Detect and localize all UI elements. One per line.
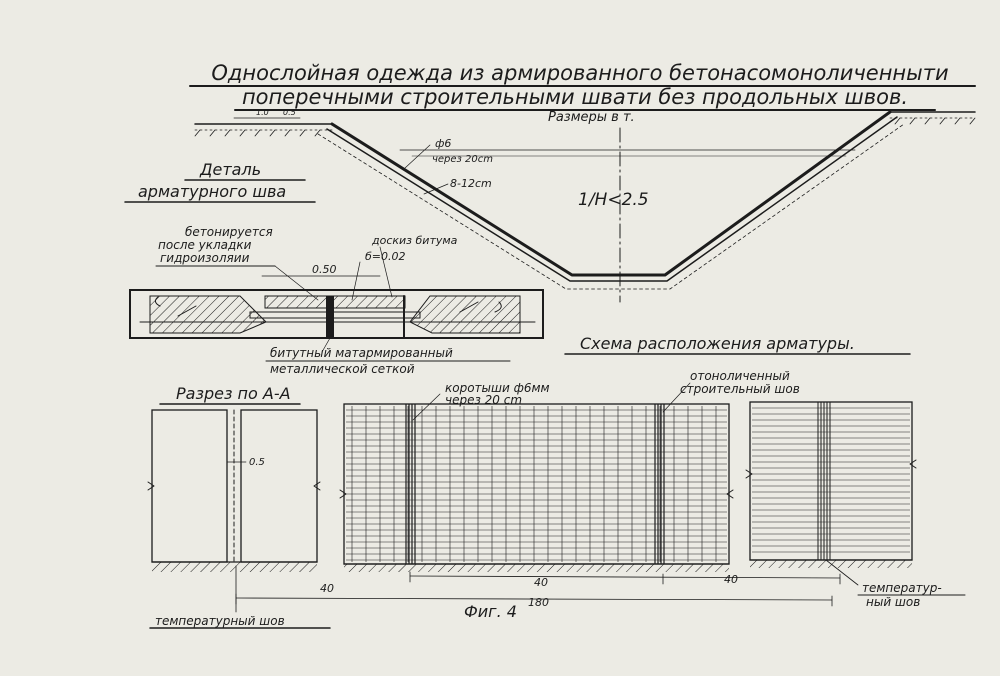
section-aa-dim: 0.5 [249, 457, 265, 468]
rebar-spacing-label: через 20cm [432, 154, 493, 165]
concreting-note-2: после укладки [158, 238, 252, 252]
title-line-2: поперечными строительными швати без прод… [242, 85, 908, 109]
dimension-total: 180 [528, 596, 549, 609]
depth-label: 1/H<2.5 [578, 190, 649, 210]
title-line-1: Однослойная одежда из армированного бето… [211, 61, 948, 85]
bitumen-mat-note-2: металлической сеткой [270, 362, 415, 376]
bitumen-mat-note-1: битутный матармированный [270, 346, 453, 360]
short-bars-note-1: коротыши ф6мм [445, 381, 550, 395]
berm-dim-2: 0.5 [283, 108, 296, 117]
berm-dim-1: 1.0 [256, 108, 269, 117]
short-bars-note-2: через 20 cm [445, 393, 522, 407]
temperature-joint-label-3: ный шов [866, 595, 920, 609]
temperature-joint-label-2: температур- [862, 581, 942, 595]
concreting-note-3: гидроизоляии [160, 251, 250, 265]
joint-detail-title-1: Деталь [199, 160, 261, 179]
dimension-middle: 40 [534, 576, 548, 589]
temperature-joint-label: температурный шов [155, 614, 285, 628]
rebar-scheme: Схема расположения арматуры. коротыши ф6… [235, 334, 966, 609]
joint-slab [129, 289, 544, 339]
dimension-right: 40 [724, 573, 738, 586]
monolith-joint-note-2: строительный шов [680, 382, 800, 396]
joint-detail-title-2: арматурного шва [138, 182, 286, 201]
bitumen-board-note: доскиз битума [371, 234, 458, 247]
rebar-scheme-title: Схема расположения арматуры. [580, 334, 855, 353]
canal-lining [330, 110, 892, 277]
canal-cross-section: 1.0 0.5 Размеры в т. ф6 через 20cm 8-12c… [194, 108, 976, 303]
joint-detail: Деталь арматурного шва бетонируется посл… [124, 160, 544, 376]
dimension-left: 40 [320, 582, 334, 595]
figure-label: Фиг. 4 [464, 602, 517, 621]
section-aa: Разрез по А-А 0.5 температурный шов [147, 384, 331, 629]
lining-thickness-label: 8-12cm [450, 177, 492, 190]
joint-gap-note: б=0.02 [365, 250, 406, 263]
concreting-note-1: бетонируется [185, 225, 273, 239]
title-block: Однослойная одежда из армированного бето… [189, 61, 976, 111]
units-note: Размеры в т. [548, 110, 635, 125]
section-aa-slab-right [240, 409, 318, 563]
section-aa-title: Разрез по А-А [176, 384, 291, 403]
rebar-diameter-label: ф6 [435, 137, 451, 150]
section-aa-slab-left [151, 409, 228, 563]
joint-width-dim: 0.50 [312, 263, 337, 276]
monolith-joint-note-1: отоноличенный [690, 369, 790, 383]
bitumen-board [326, 296, 334, 338]
